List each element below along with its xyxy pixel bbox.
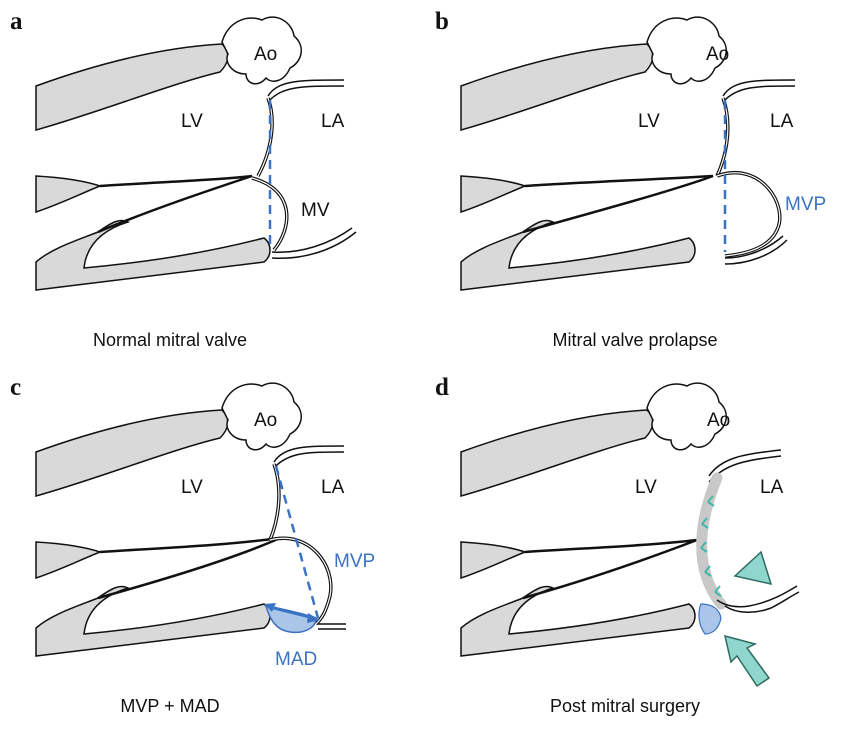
annulus-region <box>698 603 722 635</box>
label-left-ventricle: LV <box>181 111 203 132</box>
label-aorta: Ao <box>254 44 278 65</box>
diagram-post-mitral-surgery <box>460 382 800 688</box>
panel-letter: a <box>10 8 23 35</box>
panel-letter: b <box>435 8 449 35</box>
label-left-atrium: LA <box>770 111 794 132</box>
label-left-atrium: LA <box>760 477 784 498</box>
panel-caption: Normal mitral valve <box>92 330 248 350</box>
label-left-atrium: LA <box>321 477 345 498</box>
label-mad: MAD <box>275 649 318 670</box>
label-mvp: MVP <box>785 194 827 215</box>
label-left-ventricle: LV <box>638 111 660 132</box>
label-left-ventricle: LV <box>635 477 657 498</box>
arrow-pointer <box>723 634 771 688</box>
annuloplasty-ring <box>696 472 727 610</box>
panel-caption: Mitral valve prolapse <box>552 330 718 350</box>
label-mitral-valve: MV <box>301 200 330 221</box>
panel-letter: c <box>10 374 22 401</box>
panel-a: a Ao LV LA MV Normal mitral valve <box>0 0 425 366</box>
label-left-ventricle: LV <box>181 477 203 498</box>
label-left-atrium: LA <box>321 111 345 132</box>
panel-c: c Ao LV LA MVP MAD MVP + MAD <box>0 366 425 732</box>
diagram-mvp-mad <box>35 382 346 657</box>
panel-caption: MVP + MAD <box>120 696 220 716</box>
label-aorta: Ao <box>254 410 278 431</box>
panel-letter: d <box>435 374 449 401</box>
panel-d: d Ao LV LA Post mitral surgery <box>425 366 850 732</box>
label-aorta: Ao <box>707 410 731 431</box>
diagram-normal-mitral-valve <box>35 16 357 291</box>
arrowhead-pointer <box>733 550 773 586</box>
diagram-mitral-valve-prolapse <box>460 16 796 291</box>
panel-b: b Ao LV LA MVP Mitral valve prolapse <box>425 0 850 366</box>
label-mvp: MVP <box>334 551 376 572</box>
sutures <box>700 495 722 597</box>
panel-caption: Post mitral surgery <box>549 696 701 716</box>
label-aorta: Ao <box>706 44 730 65</box>
